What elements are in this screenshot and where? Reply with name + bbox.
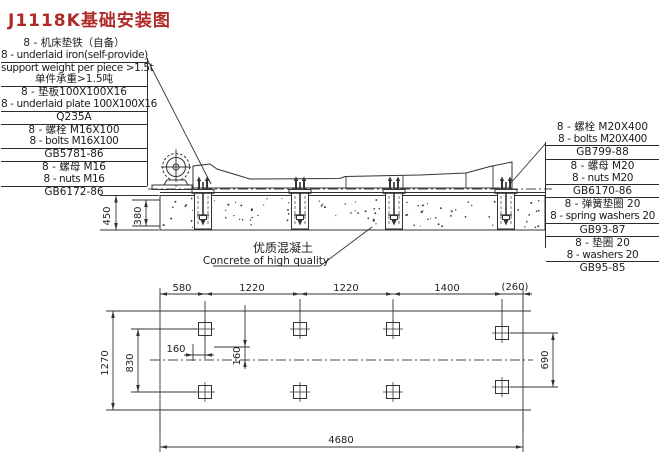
parts-list-row: 8 - nuts M20: [546, 172, 659, 185]
parts-list-row: 8 - 垫板100X100X16: [21, 86, 127, 99]
anchor-bolt-plan: [290, 382, 310, 402]
parts-list-row: 8 - 机床垫铁（自备）: [23, 37, 125, 49]
dim-label-4680: 4680: [328, 435, 353, 446]
underlaid-plate: [191, 189, 215, 194]
parts-list-row: GB95-85: [579, 262, 626, 275]
parts-list-row: GB799-88: [546, 146, 659, 160]
parts-list-row: 8 - 螺母 M20: [570, 159, 635, 172]
concrete-stipple: [162, 197, 540, 229]
parts-list-row: GB5781-86: [1, 148, 147, 162]
parts-list-row: 8 - bolts M20X400: [546, 133, 659, 147]
parts-list-row: GB6170-86: [546, 185, 659, 199]
anchor-bolt-plan: [492, 377, 512, 397]
parts-list-row: 8 - 弹簧垫圈 20: [564, 198, 641, 211]
dim-label-260: (260): [502, 282, 529, 293]
dim-label-1400: 1400: [434, 283, 459, 294]
dim-label-830: 830: [125, 353, 136, 372]
parts-list-row: Q235A: [1, 111, 147, 125]
underlaid-plate: [382, 189, 406, 194]
parts-list-row: 8 - 垫圈 20: [575, 236, 630, 249]
parts-list-row: 8 - spring washers 20: [546, 210, 659, 224]
pulley-icon: [151, 151, 193, 190]
parts-list-row: 8 - 螺栓 M16X100: [28, 123, 120, 136]
anchor-bolt-plan: [290, 319, 310, 339]
anchor-bolt-plan: [492, 323, 512, 343]
anchor-bolt-plan: [383, 382, 403, 402]
anchor-bolt-pockets: [191, 176, 518, 230]
dim-label-690: 690: [540, 350, 551, 369]
dim-label-160h: 160: [166, 344, 185, 355]
right-parts-list-border: [545, 142, 546, 248]
left-parts-list-border: [146, 58, 148, 186]
anchor-bolt-pocket: [288, 176, 312, 230]
dimension-lines: [111, 195, 555, 449]
parts-list-row: 8 - underlaid plate 100X100X16: [1, 97, 157, 112]
dim-label-160v: 160: [232, 346, 243, 365]
anchor-bolt-plan: [383, 319, 403, 339]
centerlines: [148, 149, 552, 361]
side-view-section: [151, 151, 546, 231]
machine-bed-profile: [192, 161, 513, 189]
dim-label-580: 580: [172, 283, 191, 294]
underlaid-plate: [288, 189, 312, 194]
anchor-bolt-plan: [195, 382, 215, 402]
parts-list-row: GB93-87: [546, 224, 659, 237]
drawing-title: J1118K基础安装图: [8, 11, 171, 31]
concrete-label-en: Concrete of high quality: [203, 255, 329, 267]
underlaid-plate: [494, 189, 518, 194]
parts-list-row: 8 - nuts M16: [1, 173, 147, 187]
dim-label-1220b: 1220: [333, 283, 358, 294]
anchor-bolt-pocket: [494, 176, 518, 230]
parts-list-row: support weight per piece >1.5t: [1, 61, 154, 74]
dim-label-380: 380: [133, 206, 144, 225]
parts-list-row: 8 - 螺母 M16: [42, 160, 106, 173]
right-parts-list: 8 - 螺栓 M20X400 8 - bolts M20X400 GB799-8…: [546, 121, 659, 274]
parts-list-row: GB6172-86: [44, 185, 104, 198]
parts-list-row: 8 - bolts M16X100: [1, 136, 147, 150]
pulley-base-plate: [151, 184, 193, 190]
parts-list-row: 8 - washers 20: [546, 249, 659, 263]
parts-list-row: 8 - underlaid iron(self-provide): [1, 48, 148, 63]
foundation-concrete-section: [159, 195, 546, 231]
concrete-label-cn: 优质混凝土: [253, 240, 313, 255]
anchor-bolt-pocket: [382, 176, 406, 230]
plan-anchor-bolts: [195, 319, 512, 402]
anchor-bolt-pocket: [191, 176, 215, 230]
dim-label-1270: 1270: [100, 350, 111, 375]
dimension-labels: 450 380 优质混凝土 Concrete of high quality 5…: [100, 206, 551, 446]
dim-label-450: 450: [102, 206, 113, 225]
parts-list-row: 8 - 螺栓 M20X400: [556, 121, 649, 133]
left-parts-list: 8 - 机床垫铁（自备） 8 - underlaid iron(self-pro…: [1, 37, 157, 198]
parts-list-row: 单件承重>1.5吨: [1, 74, 147, 88]
dim-label-1220a: 1220: [239, 283, 264, 294]
anchor-bolt-plan: [195, 319, 215, 339]
